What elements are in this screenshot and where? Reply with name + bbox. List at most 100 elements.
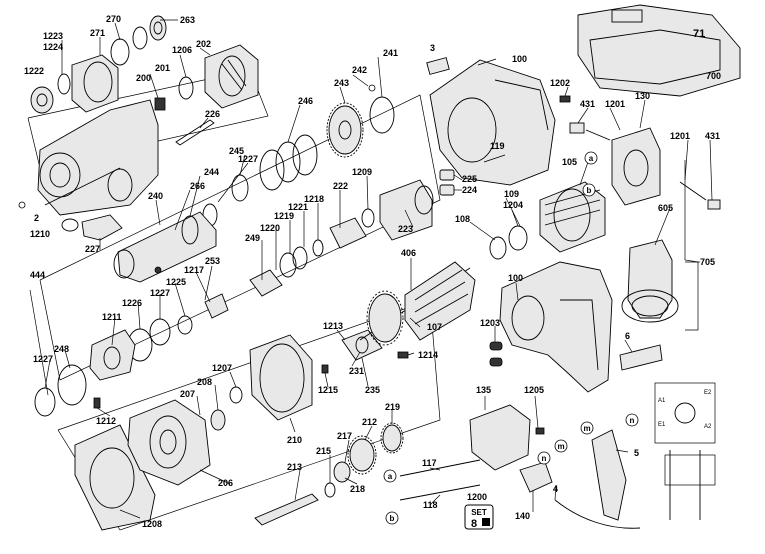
label-1202: 1202 [550,78,570,88]
part-1222-cap [30,86,54,114]
marker-m1: m [554,439,568,453]
label-231: 231 [349,366,364,376]
svg-text:b: b [587,186,592,195]
label-242: 242 [352,65,367,75]
part-1201-spring-b [679,181,707,201]
part-431-brush-b [707,199,721,210]
part-605-aux-handle [627,239,673,319]
part-263-cap [149,15,167,41]
part-108-bearing [489,236,507,260]
part-1227-ring-c [34,387,56,417]
svg-text:a: a [589,154,594,163]
part-201-bearing [154,97,166,111]
label-201: 201 [155,63,170,73]
label-1213: 1213 [323,321,343,331]
part-1219-ring [292,246,308,270]
part-135-switch [469,404,531,471]
part-246-ring-b [275,141,301,183]
part-1206-ring [178,76,194,100]
label-270: 270 [106,14,121,24]
label-1217: 1217 [184,265,204,275]
label-1206: 1206 [172,45,192,55]
label-431a: 431 [580,99,595,109]
part-271-sleeve [71,54,119,113]
label-108: 108 [455,214,470,224]
frame-left-bracket [29,289,49,396]
part-206-carrier [127,399,211,486]
wiring-diagram-box [654,382,716,444]
label-431b: 431 [705,131,720,141]
label-213: 213 [287,462,302,472]
label-225: 225 [462,174,477,184]
part-210-shroud [249,334,313,421]
label-224: 224 [462,185,477,195]
part-1203-cap [489,341,503,351]
label-1201b: 1201 [670,131,690,141]
svg-text:n: n [630,416,635,425]
part-225-pin [439,169,455,181]
part-431-brush-a [569,122,585,134]
wiring-e2: E2 [704,390,712,396]
label-1221: 1221 [288,202,308,212]
svg-text:n: n [542,454,547,463]
part-1211-flange [89,329,136,381]
part-245-ring [231,174,249,202]
label-105: 105 [562,157,577,167]
label-227: 227 [85,244,100,254]
label-217: 217 [337,431,352,441]
part-labels: 270 263 1223 1224 271 1206 202 1222 201 … [24,14,721,529]
part-ring [132,26,148,50]
label-1205: 1205 [524,385,544,395]
label-253: 253 [205,256,220,266]
label-243: 243 [334,78,349,88]
part-3-label [426,57,450,75]
marker-b2: b [385,511,399,525]
label-1208: 1208 [142,519,162,529]
marker-a2: a [383,469,397,483]
svg-text:SET: SET [471,508,487,517]
part-219-gear [382,424,402,452]
label-1227a: 1227 [238,154,258,164]
part-217-gear [333,461,351,483]
part-1205-screw [535,427,545,435]
svg-text:b: b [390,514,395,523]
part-242-ball [368,84,376,92]
label-246: 246 [298,96,313,106]
part-1210-ring [61,218,79,232]
label-215: 215 [316,446,331,456]
part-1227-ring-b [149,318,171,346]
label-3: 3 [430,43,435,53]
label-1225: 1225 [166,277,186,287]
label-109: 109 [504,189,519,199]
marker-n2: n [625,413,639,427]
label-119: 119 [490,141,505,151]
label-1215: 1215 [318,385,338,395]
label-1224: 1224 [43,42,63,52]
svg-text:m: m [557,442,564,451]
part-1220-ring [279,252,297,278]
frame-front-assembly [27,69,269,169]
part-246-ring-c [292,134,318,176]
label-140: 140 [515,511,530,521]
leader-lines [44,19,713,519]
part-front-housing [37,99,159,216]
part-1221-ring [312,239,324,257]
part-1224-ring [57,73,71,95]
label-700: 700 [706,71,721,81]
label-219: 219 [385,402,400,412]
label-212: 212 [362,417,377,427]
part-1213-plate [341,329,383,361]
part-5-cord-guard [591,429,627,521]
label-223: 223 [398,224,413,234]
label-1218: 1218 [304,194,324,204]
part-240-spindle [117,211,217,283]
part-1214-screw [397,351,409,359]
part-1217-part [204,293,229,319]
part-249-sleeve [249,269,283,297]
wiring-a1: A1 [658,398,666,404]
label-1227c: 1227 [33,354,53,364]
part-700-case [577,4,741,97]
label-1204: 1204 [503,200,523,210]
